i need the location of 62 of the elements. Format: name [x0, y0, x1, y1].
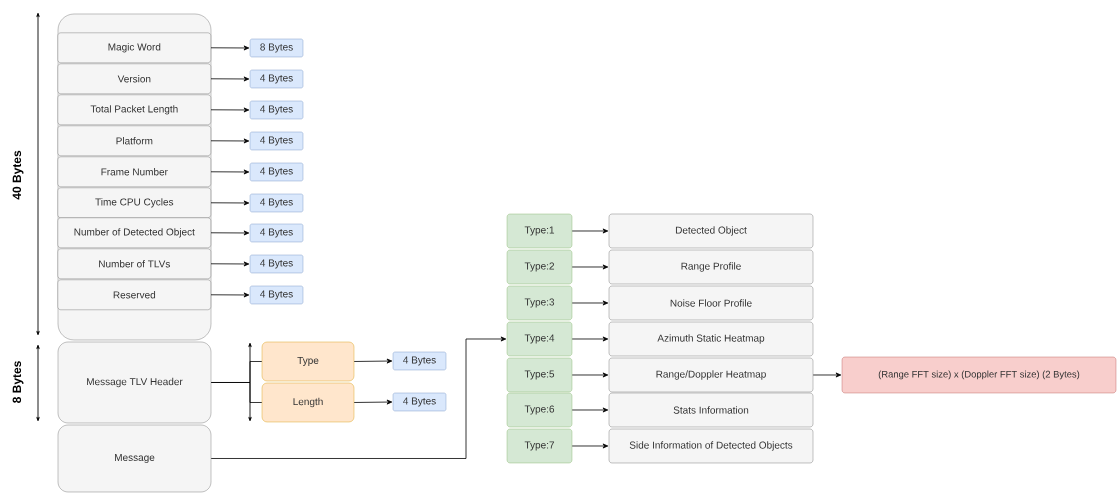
type-box: Type:4 — [506, 321, 573, 357]
connector — [571, 407, 609, 413]
field-box: Message TLV Header — [57, 341, 212, 424]
connector — [210, 261, 250, 267]
field-box: Magic Word — [57, 32, 211, 63]
connector — [210, 230, 250, 236]
field-box: Side Information of Detected Objects — [608, 428, 814, 464]
connector — [571, 443, 609, 449]
connector — [210, 200, 250, 206]
connector — [210, 76, 250, 82]
field-box: Azimuth Static Heatmap — [608, 321, 814, 357]
size-box: 4 Bytes — [249, 285, 304, 305]
size-box: 4 Bytes — [249, 254, 304, 274]
connector — [812, 372, 842, 378]
size-box: 8 Bytes — [249, 38, 304, 58]
connector — [571, 372, 609, 378]
field-box: Number of TLVs — [57, 248, 211, 279]
connector — [210, 45, 250, 51]
size-box: (Range FFT size) x (Doppler FFT size) (2 Bytes) — [841, 356, 1117, 394]
field-box: Stats Information — [608, 392, 814, 428]
field-box: Frame Number — [57, 156, 211, 187]
field-box: Detected Object — [608, 213, 814, 249]
connector — [353, 358, 393, 364]
field-box: Version — [57, 63, 211, 94]
field-box: Range/Doppler Heatmap — [608, 357, 814, 393]
type-box: Type:6 — [506, 392, 573, 428]
connector — [210, 169, 250, 175]
connector — [210, 336, 507, 459]
connector — [353, 399, 393, 405]
field-box: Platform — [57, 125, 211, 156]
connector — [571, 264, 609, 270]
tlv-field-box: Type — [261, 341, 355, 382]
field-box: Time CPU Cycles — [57, 187, 211, 218]
dimension-label: 8 Bytes — [12, 361, 24, 403]
field-box: Range Profile — [608, 249, 814, 285]
type-box: Type:1 — [506, 213, 573, 249]
tlv-field-box: Length — [261, 382, 355, 423]
connector — [210, 382, 263, 403]
type-box: Type:7 — [506, 428, 573, 464]
connector — [571, 228, 609, 234]
field-box: Number of Detected Object — [57, 217, 211, 248]
connector — [571, 336, 609, 342]
size-box: 4 Bytes — [249, 193, 304, 213]
connector — [210, 292, 250, 298]
field-box: Reserved — [57, 279, 211, 310]
connector — [210, 138, 250, 144]
connector — [210, 107, 250, 113]
field-box: Total Packet Length — [57, 94, 211, 125]
size-box: 4 Bytes — [249, 162, 304, 182]
size-box: 4 Bytes — [392, 351, 447, 371]
size-box: 4 Bytes — [249, 100, 304, 120]
size-box: 4 Bytes — [249, 131, 304, 151]
size-box: 4 Bytes — [249, 223, 304, 243]
dimension-label: 40 Bytes — [12, 150, 24, 200]
field-box: Message — [57, 424, 212, 493]
type-box: Type:3 — [506, 285, 573, 321]
size-box: 4 Bytes — [392, 392, 447, 412]
field-box: Noise Floor Profile — [608, 285, 814, 321]
connector — [571, 300, 609, 306]
size-box: 4 Bytes — [249, 69, 304, 89]
type-box: Type:5 — [506, 357, 573, 393]
type-box: Type:2 — [506, 249, 573, 285]
